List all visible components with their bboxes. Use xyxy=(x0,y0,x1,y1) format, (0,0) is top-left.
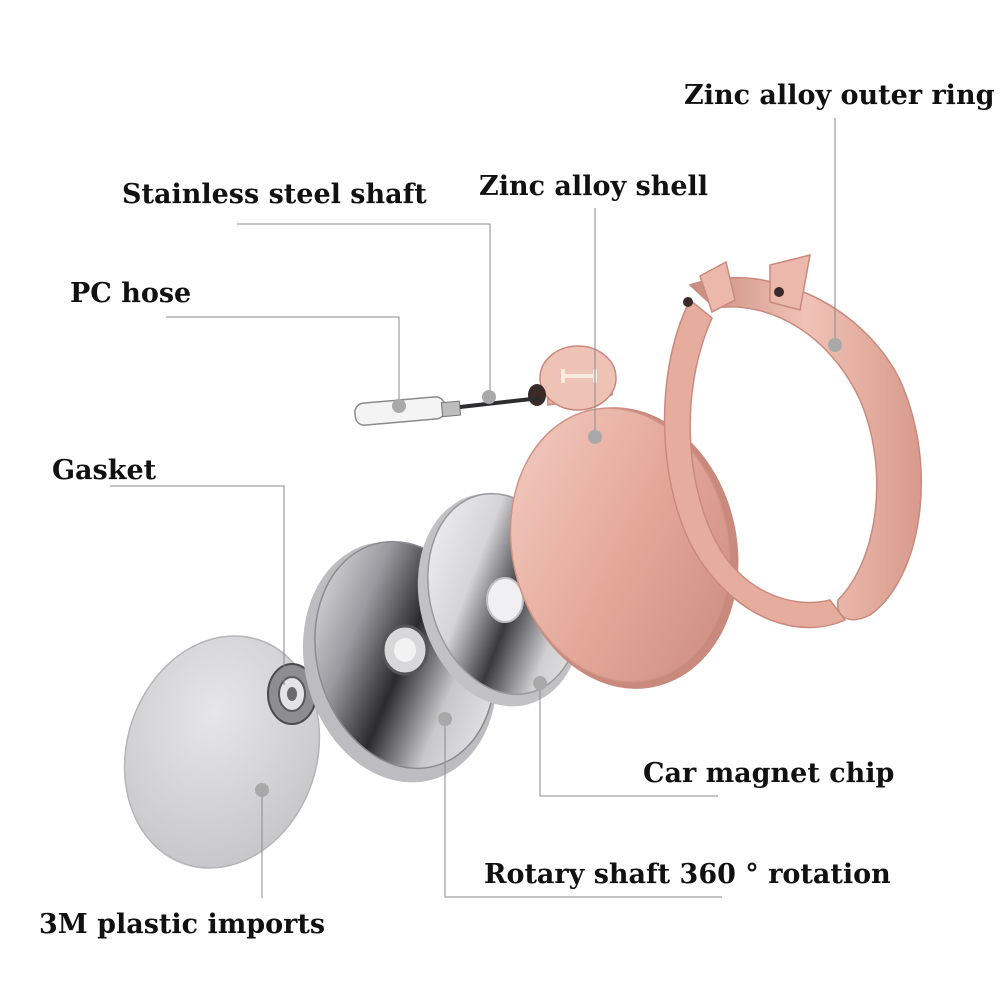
shaft-and-hose xyxy=(354,396,541,426)
label-plastic: 3M plastic imports xyxy=(39,909,326,940)
marker-dots xyxy=(255,338,842,797)
leader-steel-shaft xyxy=(237,223,491,397)
leader-rotary xyxy=(444,719,722,898)
marker-rotary xyxy=(438,712,452,726)
outer-ring-part xyxy=(663,253,922,629)
marker-pc-hose xyxy=(392,399,406,413)
marker-steel-shaft xyxy=(482,390,496,404)
marker-outer-ring xyxy=(828,338,842,352)
label-shell: Zinc alloy shell xyxy=(479,171,709,202)
label-pc-hose: PC hose xyxy=(70,278,192,309)
marker-magnet-chip xyxy=(533,676,547,690)
leader-pc-hose xyxy=(166,316,400,406)
label-steel-shaft: Stainless steel shaft xyxy=(122,179,427,210)
leader-magnet-chip xyxy=(539,683,718,797)
leader-lines xyxy=(110,118,836,898)
marker-plastic xyxy=(255,783,269,797)
leader-gasket xyxy=(110,485,285,685)
marker-shell xyxy=(588,430,602,444)
label-magnet-chip: Car magnet chip xyxy=(643,758,895,789)
label-rotary-shaft: Rotary shaft 360 ° rotation xyxy=(484,859,891,890)
label-gasket: Gasket xyxy=(52,455,157,486)
label-outer-ring: Zinc alloy outer ring xyxy=(684,80,995,111)
